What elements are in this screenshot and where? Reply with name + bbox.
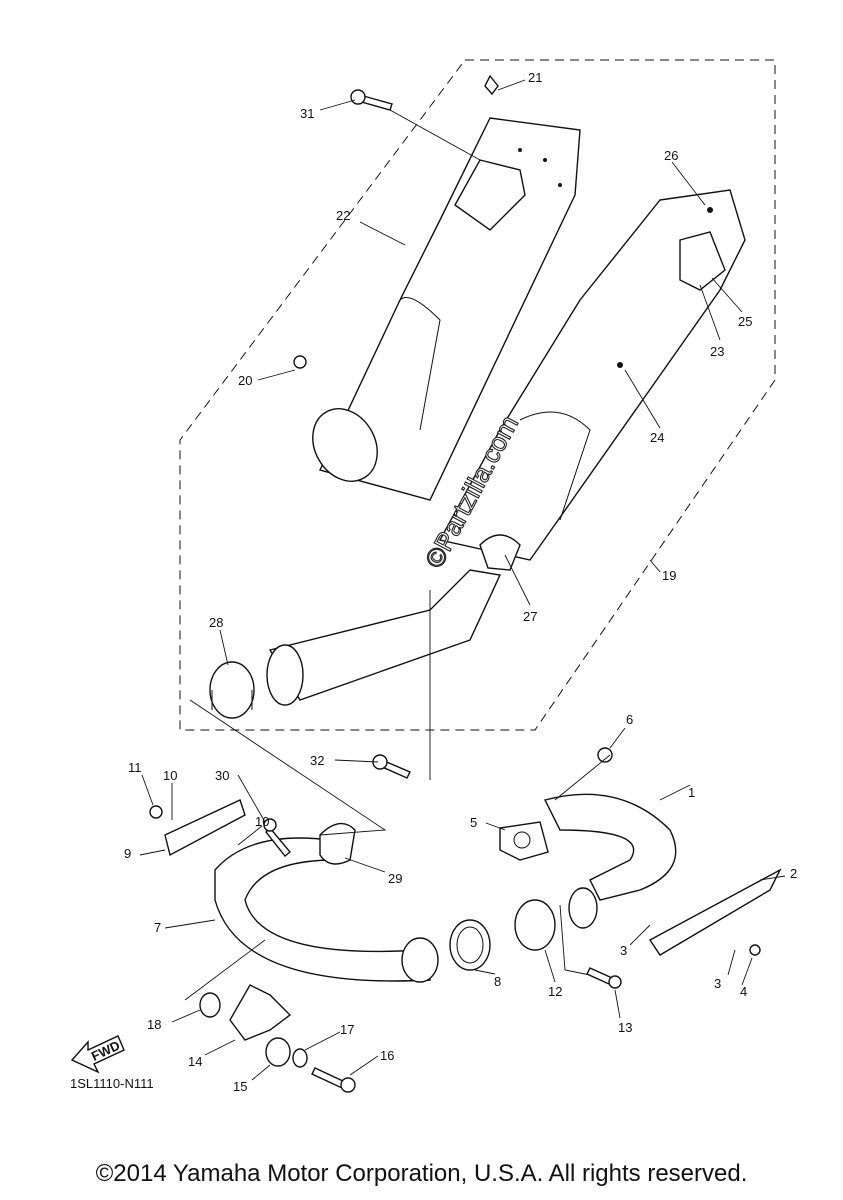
callout-14: 14	[188, 1054, 202, 1069]
part-8-gasket	[449, 919, 491, 971]
callout-6: 6	[626, 712, 633, 727]
callout-8: 8	[494, 974, 501, 989]
part-24-silencer	[438, 189, 746, 571]
part-15-damper	[265, 1037, 291, 1067]
part-9-protector	[164, 799, 246, 857]
callout-2: 2	[790, 866, 797, 881]
callout-5: 5	[470, 815, 477, 830]
callout-1: 1	[688, 785, 695, 800]
callout-20: 20	[238, 373, 252, 388]
callout-27: 27	[523, 609, 537, 624]
part-22-heat-shield	[312, 117, 581, 501]
callout-24: 24	[650, 430, 664, 445]
callout-11: 11	[128, 760, 142, 775]
callout-26: 26	[664, 148, 678, 163]
part-18-collar	[199, 992, 221, 1018]
callout-3b: 3	[714, 976, 721, 991]
callout-25: 25	[738, 314, 752, 329]
callout-12: 12	[548, 984, 562, 999]
callout-16: 16	[380, 1048, 394, 1063]
part-2-protector	[648, 868, 782, 956]
part-21-rivet	[484, 74, 499, 96]
callout-15: 15	[233, 1079, 247, 1094]
leader-lines	[139, 79, 786, 1081]
part-20-bolt	[293, 355, 307, 369]
callout-31: 31	[300, 106, 314, 121]
callout-4: 4	[740, 984, 747, 999]
part-14-bracket	[229, 984, 292, 1041]
callout-32: 32	[310, 753, 324, 768]
fwd-label: FWD	[89, 1038, 122, 1064]
part-mid-pipe	[209, 569, 502, 719]
part-1-header-pipe	[543, 793, 677, 929]
callout-28: 28	[209, 615, 223, 630]
callout-17: 17	[340, 1022, 354, 1037]
part-16-bolt	[311, 1067, 346, 1089]
callout-10b: 10	[255, 814, 269, 829]
callout-7: 7	[154, 920, 161, 935]
copyright-footer: ©2014 Yamaha Motor Corporation, U.S.A. A…	[95, 1160, 748, 1187]
part-11-nut	[149, 805, 163, 819]
callout-18: 18	[147, 1017, 161, 1032]
part-29-clamp	[319, 822, 356, 865]
callout-3a: 3	[620, 943, 627, 958]
part-4-bolt	[749, 944, 761, 956]
callout-22: 22	[336, 208, 350, 223]
part-5-gasket	[499, 821, 549, 861]
part-12-clamp	[514, 899, 556, 951]
callout-21: 21	[528, 70, 542, 85]
callout-30: 30	[215, 768, 229, 783]
callout-29: 29	[388, 871, 402, 886]
reference-code: 1SL1110-N111	[70, 1076, 154, 1091]
callout-19: 19	[662, 568, 676, 583]
callout-9: 9	[124, 846, 131, 861]
fwd-arrow-icon: FWD	[70, 1035, 125, 1074]
part-7-header-pipe	[214, 837, 439, 983]
part-6-nut	[597, 747, 613, 763]
callout-10a: 10	[163, 768, 177, 783]
assembly-reference-lines	[184, 109, 611, 1001]
callout-23: 23	[710, 344, 724, 359]
muffler-assembly-boundary	[179, 59, 776, 731]
callout-13: 13	[618, 1020, 632, 1035]
part-17-washer	[292, 1048, 308, 1068]
part-13-bolt	[586, 967, 613, 985]
callout-labels: 1 2 3 3 4 5 6 7 8 9 10 10 11 12 13 14 15…	[124, 70, 797, 1094]
